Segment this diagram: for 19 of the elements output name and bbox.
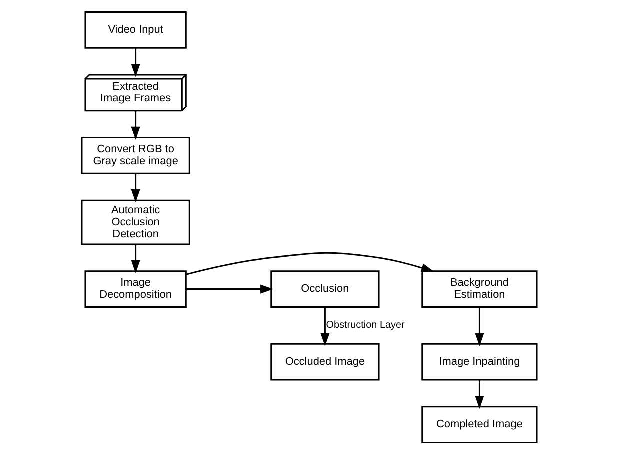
arrow bbox=[130, 111, 140, 140]
arrow bbox=[130, 174, 140, 202]
arrow bbox=[130, 244, 140, 274]
node-box: Occluded Image bbox=[270, 343, 380, 381]
arrow bbox=[474, 380, 484, 410]
arrow bbox=[320, 307, 330, 346]
node-box: Background Estimation bbox=[421, 270, 538, 308]
arrow bbox=[186, 252, 434, 276]
node-box: Convert RGB to Gray scale image bbox=[80, 137, 190, 174]
node-box: Automatic Occlusion Detection bbox=[80, 200, 190, 246]
node-box: Completed Image bbox=[421, 406, 538, 444]
node-box: Image Inpainting bbox=[421, 343, 538, 381]
node-box: Video Input bbox=[84, 11, 186, 49]
node-box: Image Decomposition bbox=[84, 270, 186, 308]
arrow bbox=[474, 307, 484, 346]
edge-label: Obstruction Layer bbox=[326, 320, 404, 332]
arrow bbox=[186, 284, 274, 294]
arrow bbox=[130, 48, 140, 78]
node-box: Occlusion bbox=[270, 270, 380, 308]
